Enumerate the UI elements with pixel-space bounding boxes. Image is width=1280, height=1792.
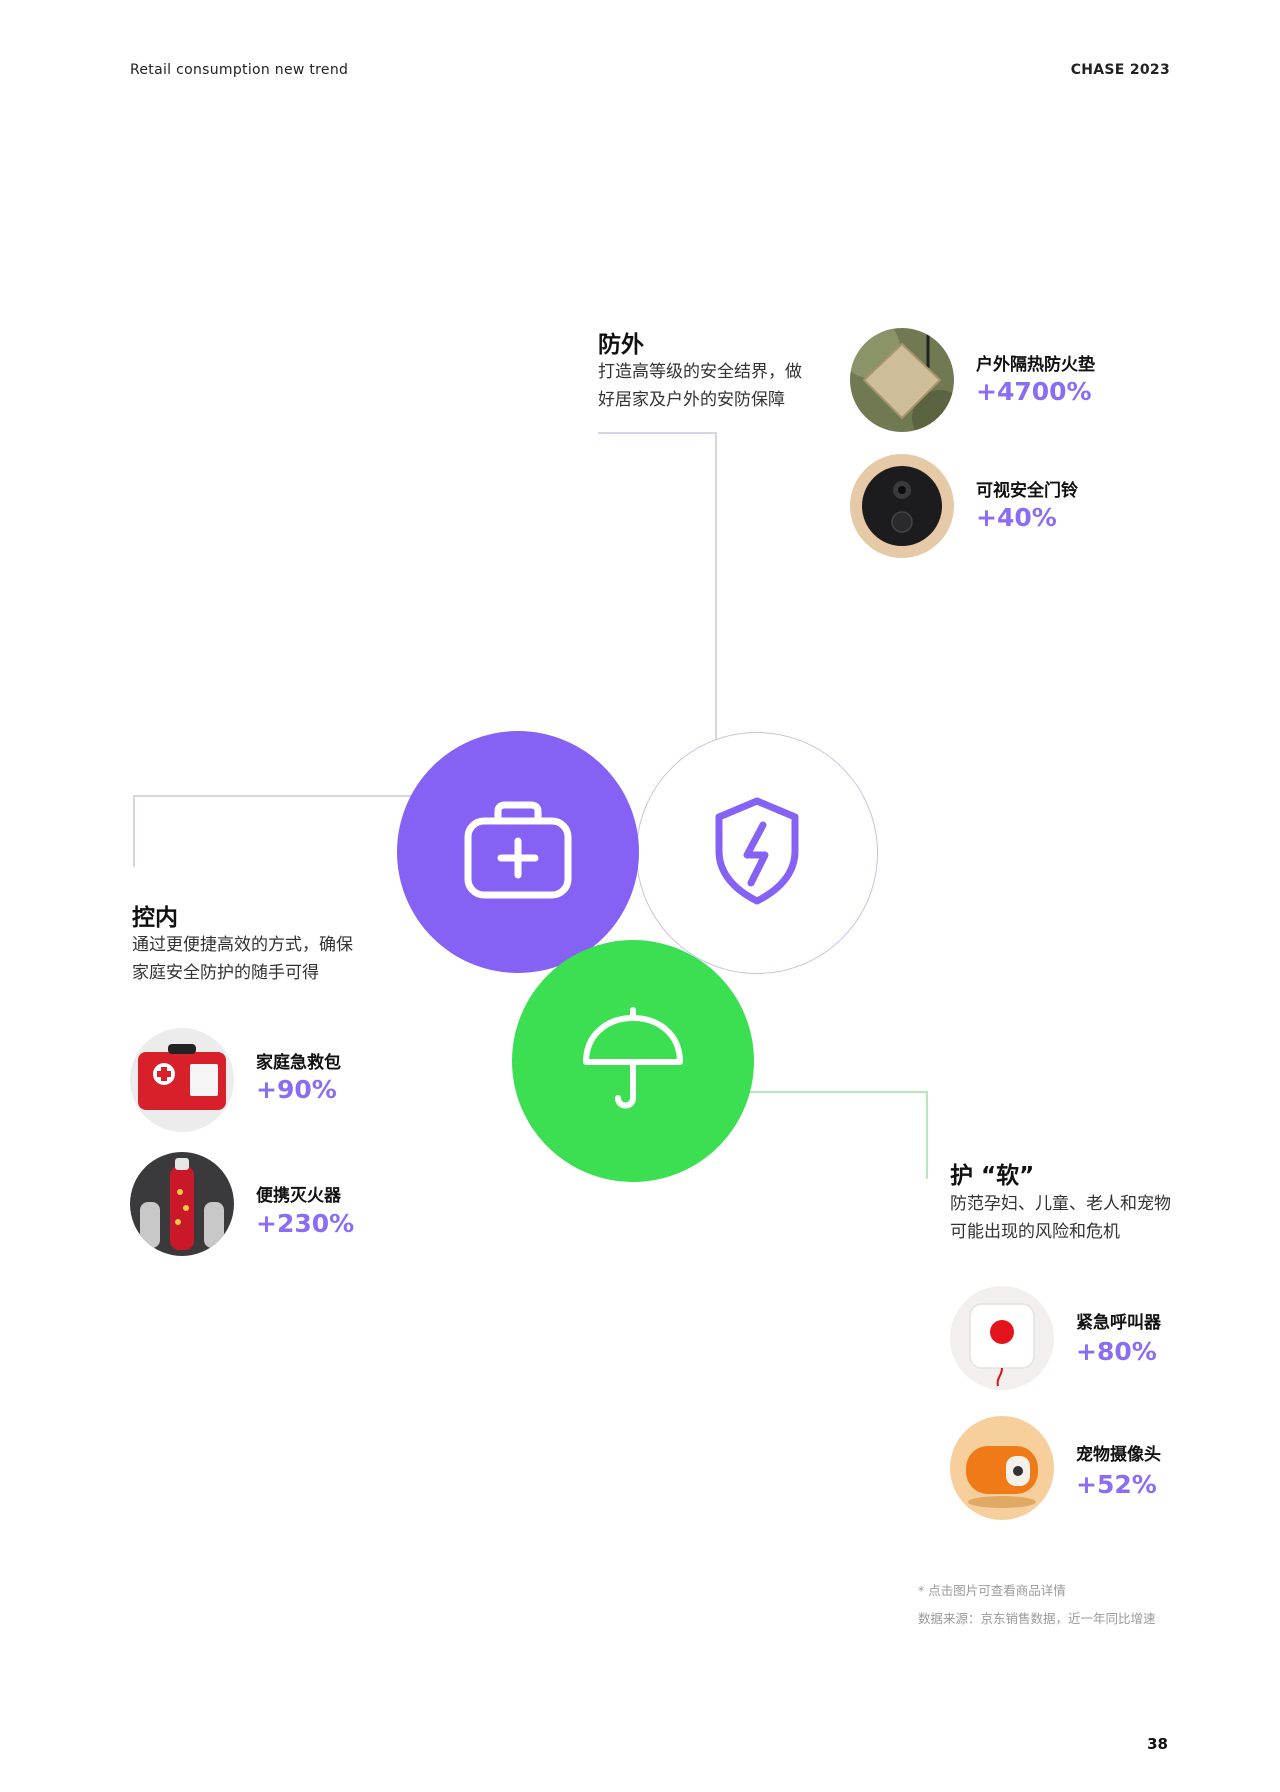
product-image-fire-mat[interactable] [850,328,954,432]
first-aid-kit-icon [458,795,578,909]
footer-source: 数据来源：京东销售数据，近一年同比增速 [918,1611,1156,1626]
umbrella-icon [578,1004,688,1118]
desc-line: 防范孕妇、儿童、老人和宠物 [950,1194,1171,1214]
product-name: 可视安全门铃 [976,481,1078,501]
report-title: Retail consumption new trend [130,62,349,78]
connector-inside-v [133,795,135,867]
product-image-pet-camera[interactable] [950,1416,1054,1520]
section-desc-inside: 通过更便捷高效的方式，确保 家庭安全防护的随手可得 [132,931,372,987]
connector-soft-h [735,1091,927,1093]
product-image-emergency-caller[interactable] [950,1286,1054,1390]
desc-line: 打造高等级的安全结界，做 [598,362,802,382]
connector-inside-h [133,795,417,797]
section-title-inside: 控内 [132,905,178,931]
product-name: 户外隔热防火垫 [976,355,1095,375]
umbrella-circle [512,940,754,1182]
section-desc-outside: 打造高等级的安全结界，做 好居家及户外的安防保障 [598,358,838,414]
connector-outside-v [715,432,717,742]
first-aid-circle [397,731,639,973]
desc-line: 可能出现的风险和危机 [950,1222,1120,1242]
lightning-shield-icon [707,791,807,915]
report-brand: CHASE 2023 [1070,62,1170,78]
desc-line: 通过更便捷高效的方式，确保 [132,935,353,955]
product-name: 家庭急救包 [256,1053,341,1073]
product-image-fire-extinguisher[interactable] [130,1152,234,1256]
product-growth: +4700% [976,377,1092,406]
page-number: 38 [1147,1735,1168,1753]
shield-circle [636,732,878,974]
product-growth: +40% [976,503,1057,532]
product-growth: +230% [256,1209,355,1238]
section-title-outside: 防外 [598,332,644,358]
desc-line: 好居家及户外的安防保障 [598,390,785,410]
footer-note: * 点击图片可查看商品详情 [918,1583,1066,1598]
desc-line: 家庭安全防护的随手可得 [132,963,319,983]
product-name: 紧急呼叫器 [1076,1313,1161,1333]
product-growth: +52% [1076,1470,1157,1499]
product-name: 宠物摄像头 [1076,1445,1161,1465]
section-title-soft: 护 “软” [950,1163,1035,1189]
product-image-doorbell[interactable] [850,454,954,558]
connector-soft-v [926,1091,928,1179]
product-image-first-aid-kit[interactable] [130,1028,234,1132]
section-desc-soft: 防范孕妇、儿童、老人和宠物 可能出现的风险和危机 [950,1190,1210,1246]
product-growth: +80% [1076,1337,1157,1366]
product-growth: +90% [256,1075,337,1104]
connector-outside-h [598,432,716,434]
product-name: 便携灭火器 [256,1186,341,1206]
